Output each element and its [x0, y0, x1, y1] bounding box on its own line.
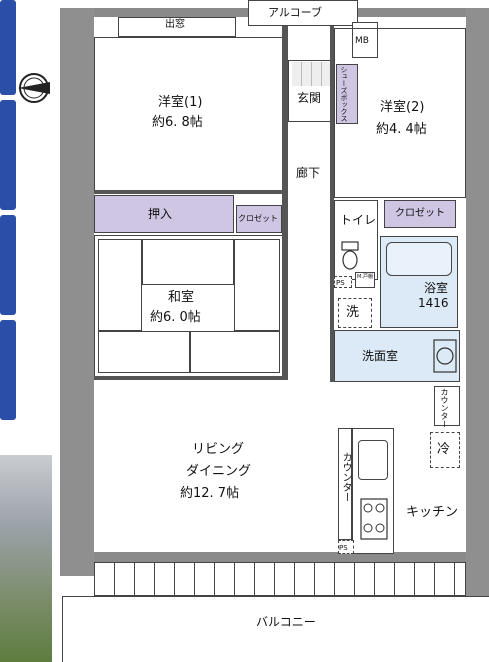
- wall-bottom: [94, 552, 466, 562]
- bedroom-2-size: 約4. 4帖: [376, 122, 427, 137]
- closet-left-label: クロゼット: [238, 214, 278, 223]
- ps-box-1: [334, 276, 352, 288]
- oshiire: [94, 195, 234, 233]
- building-photo: [0, 455, 52, 662]
- bathroom-name: 浴室: [424, 281, 449, 295]
- ps-box-2: [338, 540, 354, 554]
- blue-tab-1: [0, 0, 16, 95]
- blue-tab-2: [0, 100, 16, 210]
- bedroom-1-name: 洋室(1): [158, 95, 203, 110]
- partition-bed1-right: [282, 26, 288, 378]
- bedroom-2-name: 洋室(2): [380, 100, 425, 115]
- sink-icon: [433, 339, 457, 373]
- washer-spot: [338, 298, 372, 328]
- tatami-2: [142, 239, 234, 285]
- bathroom-size: 1416: [418, 296, 449, 310]
- balcony-label: バルコニー: [256, 615, 316, 629]
- blue-tab-3: [0, 215, 16, 315]
- wall-right: [466, 8, 489, 598]
- washer-label: 洗: [346, 305, 360, 320]
- shoe-box: [336, 64, 358, 124]
- ldk-size: 約12. 7帖: [180, 486, 240, 501]
- closet-right-label: クロゼット: [395, 208, 445, 219]
- fridge-spot: [430, 432, 460, 468]
- balcony-railing: [94, 562, 466, 596]
- fridge-label: 冷: [437, 442, 451, 457]
- toilet-icon: [341, 241, 359, 270]
- partition-bed2-left: [330, 26, 334, 382]
- washroom: [334, 330, 460, 382]
- mt-box: [355, 272, 375, 288]
- ldk-line-1: リビング: [192, 442, 245, 457]
- bay-window: [118, 17, 236, 37]
- closet-left: [236, 205, 282, 233]
- alcove-label: アルコーブ: [268, 6, 323, 19]
- alcove-area: [248, 0, 358, 26]
- washroom-label: 洗面室: [362, 349, 399, 363]
- ldk-line-2: ダイニング: [186, 464, 252, 479]
- shoe-box-label: シューズボックス: [340, 66, 348, 122]
- toilet-label: トイレ: [340, 213, 377, 227]
- wall-left: [60, 8, 94, 576]
- partition-bed1-bottom: [94, 190, 284, 194]
- tatami-3: [234, 239, 280, 331]
- kitchen-sink: [358, 440, 388, 480]
- balcony: [62, 596, 489, 662]
- washitsu-size: 約6. 0帖: [150, 310, 201, 325]
- entrance-label: 玄関: [297, 91, 322, 105]
- partition-ldk-top: [94, 376, 288, 380]
- oshiire-label: 押入: [148, 207, 173, 221]
- wall-counter-label: カウンター: [440, 388, 449, 428]
- hallway-label: 廊下: [296, 166, 321, 180]
- tatami-5: [190, 331, 280, 373]
- wall-counter: [434, 386, 460, 426]
- mt-label: M.戸棚: [357, 274, 373, 280]
- closet-right: [384, 200, 456, 228]
- washitsu-name: 和室: [168, 290, 195, 305]
- compass-icon: [18, 73, 50, 103]
- mb-label: MB: [355, 36, 369, 46]
- bedroom-2: [334, 28, 466, 198]
- blue-tab-4: [0, 320, 16, 420]
- tatami-4: [98, 331, 190, 373]
- ps-label-2: PS: [339, 544, 348, 552]
- bedroom-1-size: 約6. 8帖: [152, 115, 203, 130]
- kitchen-counter-label: カウンター: [340, 452, 351, 502]
- bay-window-label: 出窓: [165, 19, 185, 30]
- stove-icon: [360, 498, 388, 540]
- entrance-tiles: [292, 62, 332, 86]
- kitchen-counter: [338, 428, 352, 540]
- tatami-1: [98, 239, 142, 331]
- ps-label-1: PS: [336, 279, 345, 287]
- ldk: [94, 380, 466, 552]
- kitchen-label: キッチン: [406, 505, 459, 520]
- bathtub: [386, 242, 452, 276]
